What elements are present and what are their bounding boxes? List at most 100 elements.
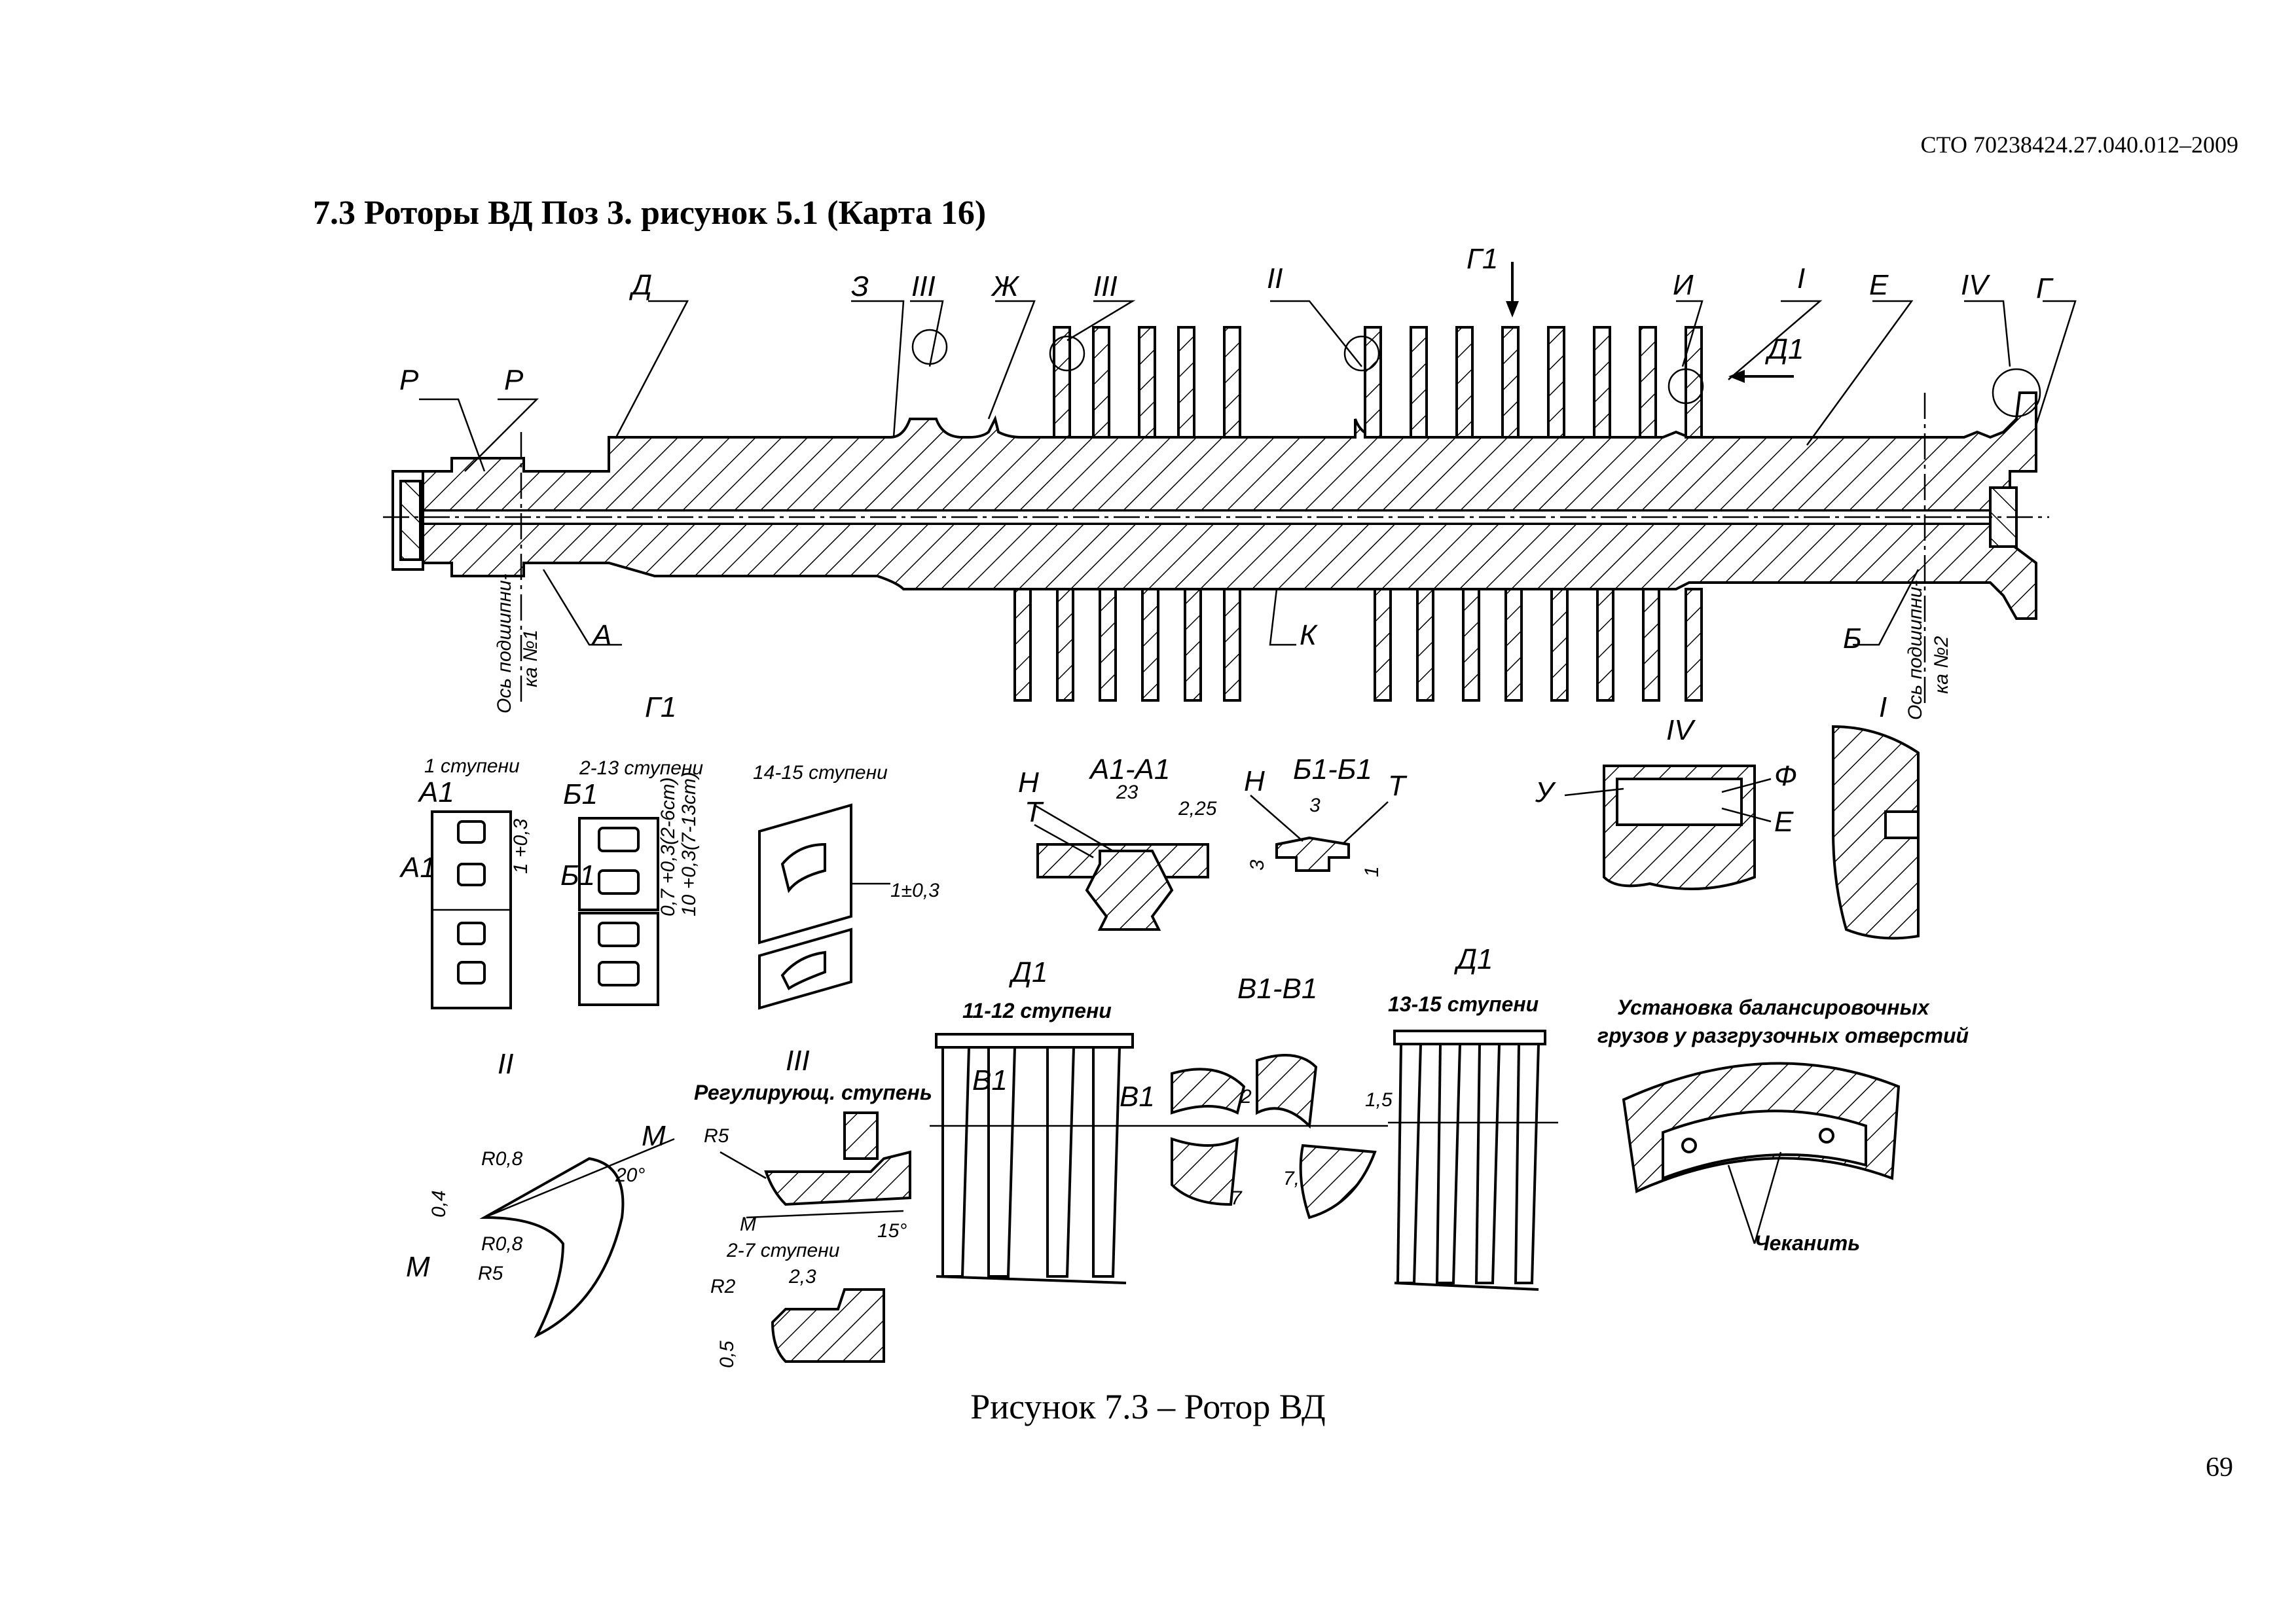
blade-disc-upper xyxy=(1092,326,1110,439)
section-v1-v1: В1 xyxy=(1120,1081,1155,1113)
label-ii: II xyxy=(1267,262,1283,295)
rotor-lower-body xyxy=(418,522,2037,620)
detail-g1-title: Г1 xyxy=(645,691,676,723)
section-b1-dim-3a: 3 xyxy=(1309,795,1321,816)
label-d1-arrow: Д1 xyxy=(1764,333,1804,365)
detail-ii-r08a: R0,8 xyxy=(481,1148,523,1170)
detail-g1-stage14-15: 14-15 ступени xyxy=(753,762,888,784)
blade-disc-lower xyxy=(1416,588,1434,702)
blade-disc-upper xyxy=(1593,326,1611,439)
upper-blades xyxy=(1053,326,1703,439)
rotor-main-view: Р Р Д З III Ж III II Г1 И I Е IV Г Д1 А … xyxy=(383,243,2077,720)
detail-iii-subtitle: Регулирующ. ступень xyxy=(694,1081,932,1104)
blade-disc-lower xyxy=(1374,588,1392,702)
detail-ii-title: II xyxy=(498,1048,513,1080)
label-bearing-2: Ось подшипни- xyxy=(1904,580,1926,720)
detail-ii: II М М R0,8 R0,8 R5 20° 0,4 xyxy=(406,1048,675,1339)
detail-iii-r2: R2 xyxy=(710,1276,736,1297)
section-b1-n: Н xyxy=(1244,765,1265,797)
section-a1: А1-А1 Н Т 23 2,25 xyxy=(1018,753,1217,931)
section-heading: 7.3 Роторы ВД Поз 3. рисунок 5.1 (Карта … xyxy=(313,194,987,232)
section-a1-t: Т xyxy=(1025,796,1044,828)
label-p1: Р xyxy=(399,364,419,396)
label-iii-b: III xyxy=(1093,270,1118,302)
section-a1-dim-225: 2,25 xyxy=(1178,798,1217,820)
blade-disc-lower xyxy=(1184,588,1202,702)
label-zh: Ж xyxy=(991,270,1020,302)
detail-iv: IV У Ф Е xyxy=(1535,714,1797,890)
blade-disc-upper xyxy=(1547,326,1565,439)
detail-iv-title: IV xyxy=(1666,714,1696,746)
section-v1-dim-7: 7 xyxy=(1231,1187,1243,1209)
rotor-upper-body xyxy=(418,391,2037,512)
detail-g1-a1-side: А1 xyxy=(399,852,436,884)
detail-g1-stage1: 1 ступени xyxy=(424,755,520,777)
detail-g1-dim-07: 0,7 +0,3(2-6ст) xyxy=(657,777,679,916)
detail-g1-b1-top: Б1 xyxy=(563,778,598,810)
detail-g1: Г1 1 ступени 2-13 ступени 14-15 ступени … xyxy=(399,691,939,1010)
blade-disc-upper xyxy=(1177,326,1195,439)
detail-ii-r5: R5 xyxy=(478,1263,503,1284)
label-k: К xyxy=(1300,619,1318,651)
section-a1-dim-23: 23 xyxy=(1116,782,1139,803)
label-i-roman: I xyxy=(1797,262,1805,295)
detail-iv-e: Е xyxy=(1774,806,1794,838)
blade-disc-lower xyxy=(1504,588,1523,702)
blade-disc-upper xyxy=(1639,326,1657,439)
detail-d1-right-stages: 13-15 ступени xyxy=(1388,992,1539,1016)
label-bearing-1b: ка №1 xyxy=(520,630,541,687)
label-iii-a: III xyxy=(911,270,936,302)
figure-caption: Рисунок 7.3 – Ротор ВД xyxy=(970,1387,1326,1426)
blade-disc-upper xyxy=(1223,326,1241,439)
blade-disc-lower xyxy=(1099,588,1117,702)
balancing-title-2: грузов у разгрузочных отверстий xyxy=(1597,1024,1969,1047)
label-b: Б xyxy=(1843,623,1862,655)
detail-iii-title: III xyxy=(786,1045,810,1077)
label-d: Д xyxy=(629,269,652,301)
detail-ii-angle: 20° xyxy=(615,1164,645,1186)
label-z: З xyxy=(851,270,869,302)
detail-g1-stage2-13: 2-13 ступени xyxy=(579,757,703,779)
section-a1-n: Н xyxy=(1018,767,1039,799)
section-v1-title: В1-В1 xyxy=(1237,973,1317,1005)
detail-iii: III Регулирующ. ступень R5 М 15° 2-7 сту… xyxy=(694,1045,932,1368)
section-b1: Б1-Б1 Н Т 3 3 1 xyxy=(1244,753,1408,877)
blade-disc-lower xyxy=(1223,588,1241,702)
section-v1: В1-В1 В1 2 7 7,5 1,5 xyxy=(1120,973,1393,1219)
detail-g1-a1-top: А1 xyxy=(417,776,454,808)
blade-disc-lower xyxy=(1056,588,1074,702)
label-e: Е xyxy=(1869,269,1889,301)
blade-disc-upper xyxy=(1138,326,1156,439)
label-g: Г xyxy=(2036,272,2054,304)
section-b1-title: Б1-Б1 xyxy=(1293,753,1372,785)
blade-disc-upper xyxy=(1685,326,1703,439)
detail-g1-dim-1pm: 1±0,3 xyxy=(890,880,939,901)
balancing-chekanit: Чеканить xyxy=(1755,1231,1860,1255)
detail-iii-dim-05: 0,5 xyxy=(716,1341,738,1368)
detail-d1-left-title: Д1 xyxy=(1008,956,1048,988)
section-a1-title: А1-А1 xyxy=(1088,753,1170,785)
section-b1-dim-1: 1 xyxy=(1361,866,1383,877)
blade-disc-upper xyxy=(1364,326,1382,439)
detail-ii-m-top: М xyxy=(642,1120,666,1152)
section-b1-dim-3b: 3 xyxy=(1247,859,1268,871)
detail-i: I xyxy=(1832,691,1920,940)
document-code: СТО 70238424.27.040.012–2009 xyxy=(1920,132,2238,158)
detail-d1-right: Д1 13-15 ступени xyxy=(1388,943,1558,1291)
detail-d1-left-stages: 11-12 ступени xyxy=(962,999,1112,1022)
detail-g1-dim-1: 1 +0,3 xyxy=(510,818,532,874)
blade-disc-upper xyxy=(1455,326,1474,439)
blade-disc-lower xyxy=(1013,588,1032,702)
blade-disc-upper xyxy=(1410,326,1428,439)
blade-disc-lower xyxy=(1462,588,1480,702)
detail-iii-angle: 15° xyxy=(877,1220,907,1242)
label-a: А xyxy=(591,619,611,651)
detail-d1-left: Д1 11-12 ступени В1 xyxy=(930,956,1152,1284)
page-number: 69 xyxy=(2206,1453,2233,1483)
detail-iv-u: У xyxy=(1535,776,1556,808)
detail-iii-dim-23: 2,3 xyxy=(788,1266,816,1288)
label-bearing-2b: ка №2 xyxy=(1931,636,1952,694)
detail-g1-b1-side: Б1 xyxy=(560,859,595,892)
detail-ii-r08b: R0,8 xyxy=(481,1233,523,1255)
label-p2: Р xyxy=(504,364,524,396)
